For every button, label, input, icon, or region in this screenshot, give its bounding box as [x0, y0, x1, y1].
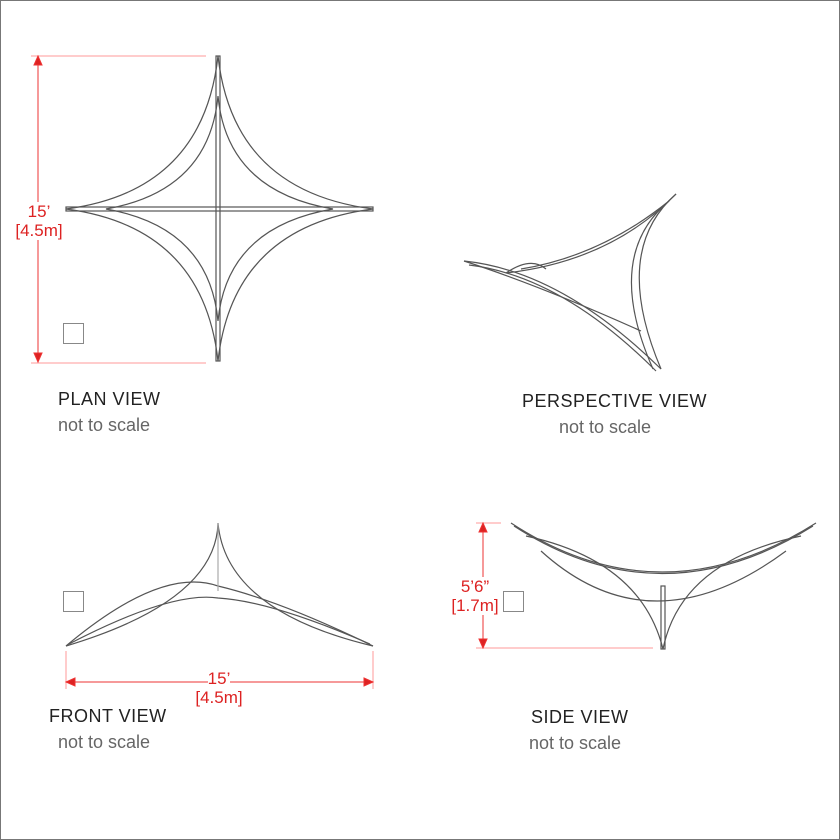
perspective-view-title: PERSPECTIVE VIEW [522, 391, 708, 411]
scale-square [503, 591, 524, 612]
side-view-drawing [510, 522, 817, 650]
front-view-title: FRONT VIEW [49, 706, 167, 726]
front-dimension-metric: [4.5m] [195, 688, 243, 707]
scale-square [63, 323, 84, 344]
plan-view-subtitle: not to scale [58, 415, 151, 435]
plan-dimension: 15’ [4.5m] [15, 202, 63, 240]
side-dimension-metric: [1.7m] [451, 596, 499, 615]
plan-dimension-imperial: 15’ [27, 202, 51, 221]
plan-view-drawing [65, 55, 374, 362]
front-dimension: 15’ [4.5m] [191, 669, 247, 707]
front-view-drawing [65, 522, 374, 647]
side-view-subtitle: not to scale [529, 733, 622, 753]
scale-square [63, 591, 84, 612]
perspective-view-drawing [463, 193, 677, 372]
front-view-subtitle: not to scale [58, 732, 151, 752]
dimension-lines [31, 54, 653, 689]
side-view-title: SIDE VIEW [531, 707, 629, 727]
front-dimension-imperial: 15’ [207, 669, 231, 688]
side-dimension-imperial: 5’6” [460, 577, 490, 596]
plan-view-title: PLAN VIEW [58, 389, 161, 409]
perspective-view-subtitle: not to scale [559, 417, 652, 437]
plan-dimension-metric: [4.5m] [15, 221, 63, 240]
side-dimension: 5’6” [1.7m] [449, 577, 501, 615]
